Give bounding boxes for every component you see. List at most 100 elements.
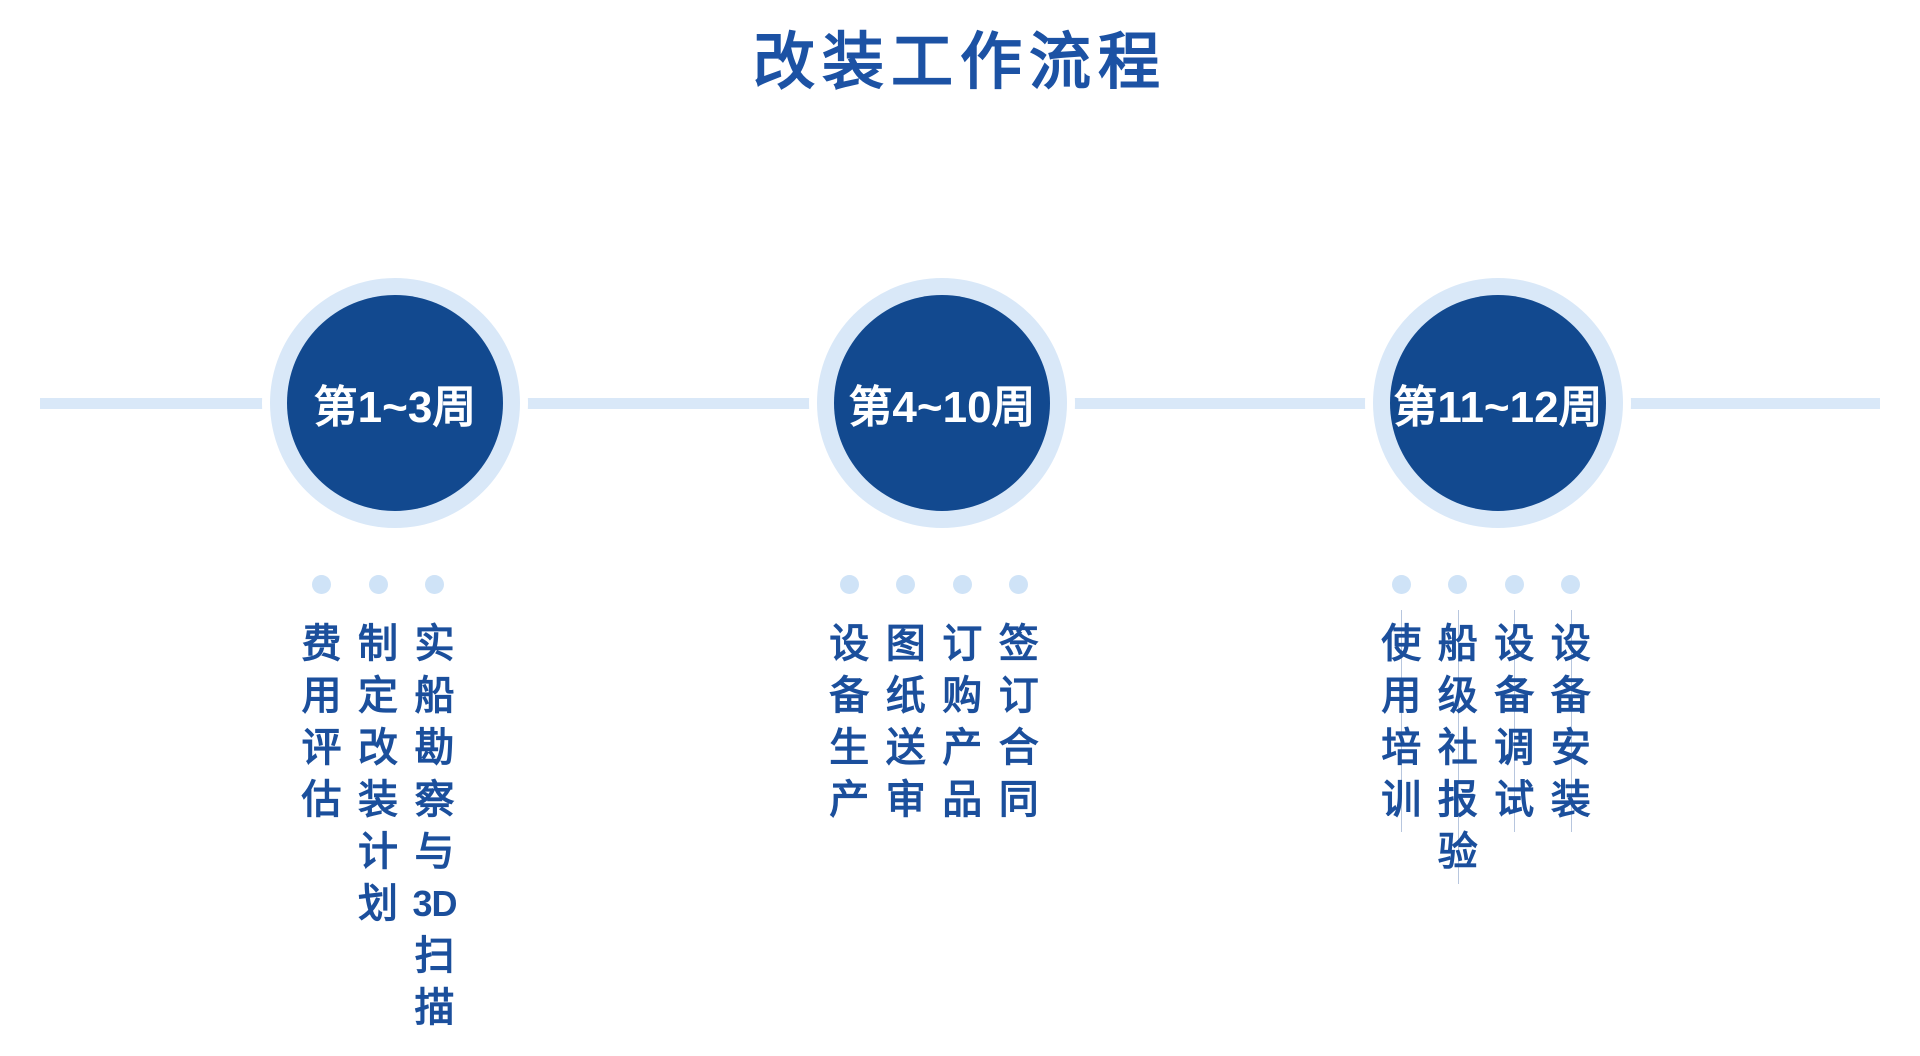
step-char: 制 xyxy=(358,622,398,666)
dot-cell xyxy=(406,575,463,594)
dot-row xyxy=(1373,575,1599,594)
step-char: 级 xyxy=(1437,674,1478,718)
column-guide-line xyxy=(1514,610,1516,832)
week-circle: 第1~3周 xyxy=(287,295,503,511)
step-dot xyxy=(1391,575,1411,594)
step-char: 设 xyxy=(1550,622,1591,666)
step-char: 备 xyxy=(1494,674,1535,718)
step-char: 改 xyxy=(358,726,398,770)
dot-cell xyxy=(1430,575,1487,594)
step-char: 签 xyxy=(998,622,1039,666)
step-char: 纸 xyxy=(885,674,926,718)
column-guide-line xyxy=(1457,610,1459,884)
step-column: 设备生产 xyxy=(821,618,878,826)
step-char: 购 xyxy=(942,674,983,718)
step-columns: 使用培训船级社报验设备调试设备安装 xyxy=(1373,610,1600,884)
step-char: 培 xyxy=(1381,726,1422,770)
step-char: 察 xyxy=(414,778,455,822)
dot-cell xyxy=(1486,575,1543,594)
step-column: 签订合同 xyxy=(991,618,1048,826)
step-char: 同 xyxy=(998,778,1039,822)
week-circle: 第4~10周 xyxy=(834,295,1050,511)
step-char: 划 xyxy=(358,882,398,926)
step-column: 船级社报验 xyxy=(1430,610,1487,884)
step-dot xyxy=(1504,575,1524,594)
dot-cell xyxy=(878,575,935,594)
step-char: 报 xyxy=(1437,778,1478,822)
dot-row xyxy=(821,575,1047,594)
column-guide-line xyxy=(1570,610,1572,832)
step-char: 订 xyxy=(942,622,983,666)
dot-cell xyxy=(293,575,350,594)
step-char: 产 xyxy=(942,726,983,770)
timeline-node: 第4~10周 xyxy=(817,278,1067,528)
dot-row xyxy=(293,575,463,594)
step-column: 使用培训 xyxy=(1373,610,1430,878)
step-char: 训 xyxy=(1381,778,1422,822)
step-char: 调 xyxy=(1494,726,1535,770)
step-char: 勘 xyxy=(414,726,455,770)
step-char: 送 xyxy=(885,726,926,770)
dot-cell xyxy=(991,575,1048,594)
step-column: 设备安装 xyxy=(1543,610,1600,878)
dot-cell xyxy=(350,575,407,594)
step-char: 生 xyxy=(829,726,870,770)
step-char: 船 xyxy=(1437,622,1478,666)
step-char: 试 xyxy=(1494,778,1535,822)
step-group: 设备生产图纸送审订购产品签订合同 xyxy=(821,575,1047,826)
week-label: 第1~3周 xyxy=(313,383,477,432)
step-char: 备 xyxy=(829,674,870,718)
step-group: 使用培训船级社报验设备调试设备安装 xyxy=(1373,575,1600,884)
step-char: 图 xyxy=(885,622,926,666)
step-char: 合 xyxy=(998,726,1039,770)
timeline-node: 第11~12周 xyxy=(1373,278,1623,528)
week-label: 第4~10周 xyxy=(848,383,1036,432)
step-char: 订 xyxy=(998,674,1039,718)
step-char: 实 xyxy=(414,622,455,666)
step-char: 品 xyxy=(942,778,983,822)
step-char: 估 xyxy=(301,778,342,822)
step-char: 使 xyxy=(1381,622,1422,666)
page-title: 改装工作流程 xyxy=(752,28,1167,97)
step-column: 订购产品 xyxy=(934,618,991,826)
step-dot xyxy=(1561,575,1581,594)
week-circle: 第11~12周 xyxy=(1390,295,1606,511)
step-char: 社 xyxy=(1437,726,1478,770)
step-dot xyxy=(312,575,331,594)
step-dot xyxy=(1009,575,1029,594)
step-dot xyxy=(368,575,388,594)
step-dot xyxy=(839,575,859,594)
step-char: 扫 xyxy=(414,934,455,978)
dot-cell xyxy=(1543,575,1600,594)
step-char: 计 xyxy=(358,830,398,874)
step-char: 用 xyxy=(301,674,342,718)
step-char: 设 xyxy=(1494,622,1535,666)
step-char: 验 xyxy=(1437,830,1478,874)
step-char: 审 xyxy=(885,778,926,822)
step-dot xyxy=(1448,575,1468,594)
step-char: 产 xyxy=(829,778,870,822)
step-char: 用 xyxy=(1381,674,1422,718)
step-char: 3D xyxy=(412,883,457,924)
step-dot xyxy=(952,575,972,594)
step-char: 安 xyxy=(1550,726,1591,770)
step-dot xyxy=(896,575,916,594)
step-char: 装 xyxy=(358,778,398,822)
timeline-node: 第1~3周 xyxy=(270,278,520,528)
dot-cell xyxy=(1373,575,1430,594)
step-column: 费用评估 xyxy=(293,618,350,1034)
step-char: 备 xyxy=(1550,674,1591,718)
step-column: 图纸送审 xyxy=(878,618,935,826)
step-dot xyxy=(425,575,444,594)
step-char: 描 xyxy=(414,986,455,1030)
step-char: 定 xyxy=(358,674,398,718)
dot-cell xyxy=(934,575,991,594)
step-char: 与 xyxy=(414,830,455,874)
week-label: 第11~12周 xyxy=(1393,383,1603,432)
step-columns: 设备生产图纸送审订购产品签订合同 xyxy=(821,618,1047,826)
column-guide-line xyxy=(1401,610,1403,832)
